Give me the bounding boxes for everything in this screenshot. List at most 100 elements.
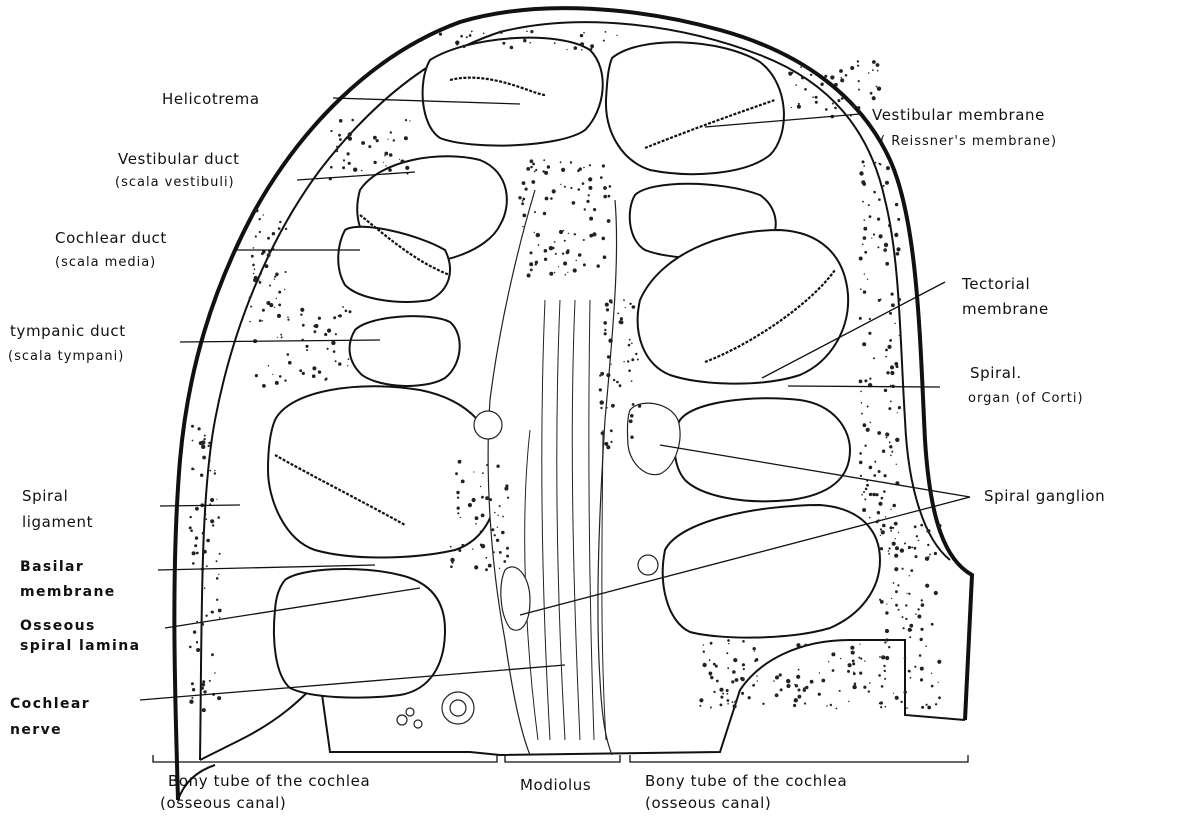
stipple-dot — [254, 276, 258, 280]
stipple-dot — [457, 512, 459, 514]
stipple-dot — [909, 636, 911, 638]
stipple-dot — [312, 366, 316, 370]
stipple-dot — [885, 262, 889, 266]
stipple-dot — [272, 374, 273, 375]
stipple-dot — [891, 293, 894, 296]
stipple-dot — [535, 169, 537, 171]
label-cochlear-duct-sub: (scala media) — [55, 255, 156, 270]
stipple-dot — [623, 361, 624, 362]
stipple-dot — [880, 547, 883, 550]
stipple-dot — [192, 440, 194, 442]
stipple-dot — [281, 336, 283, 338]
stipple-dot — [858, 657, 860, 659]
stipple-dot — [195, 536, 198, 539]
stipple-dot — [589, 164, 591, 166]
stipple-dot — [570, 187, 572, 189]
stipple-dot — [720, 696, 723, 699]
leader-spiral-ligament — [160, 505, 240, 506]
stipple-dot — [857, 60, 859, 62]
stipple-dot — [833, 76, 834, 77]
stipple-dot — [550, 197, 553, 200]
stipple-dot — [820, 83, 823, 86]
stipple-dot — [189, 646, 192, 649]
stipple-dot — [797, 105, 801, 109]
stipple-dot — [914, 666, 916, 668]
stipple-dot — [603, 195, 607, 199]
stipple-dot — [335, 333, 337, 335]
stipple-dot — [376, 139, 379, 142]
stipple-dot — [191, 468, 194, 471]
stipple-dot — [192, 562, 195, 565]
stipple-dot — [627, 360, 629, 362]
stipple-dot — [361, 141, 365, 145]
stipple-dot — [890, 371, 894, 375]
stipple-dot — [918, 540, 920, 542]
stipple-dot — [848, 701, 849, 702]
stipple-dot — [741, 677, 745, 681]
stipple-dot — [254, 268, 256, 270]
stipple-dot — [518, 196, 521, 199]
stipple-dot — [275, 273, 279, 277]
stipple-dot — [869, 215, 872, 218]
stipple-dot — [876, 63, 880, 67]
stipple-dot — [885, 706, 887, 708]
stipple-dot — [578, 253, 582, 257]
stipple-dot — [884, 670, 886, 672]
stipple-dot — [755, 658, 758, 661]
stipple-dot — [894, 362, 898, 366]
stipple-dot — [869, 517, 871, 519]
stipple-dot — [384, 152, 388, 156]
stipple-dot — [859, 317, 862, 320]
stipple-dot — [538, 244, 540, 246]
stipple-dot — [859, 380, 863, 384]
stipple-dot — [599, 388, 602, 391]
stipple-dot — [898, 532, 899, 533]
stipple-dot — [324, 333, 327, 336]
stipple-dot — [611, 404, 615, 408]
stipple-dot — [896, 233, 898, 235]
stipple-dot — [733, 658, 737, 662]
stipple-dot — [568, 233, 569, 234]
stipple-dot — [489, 498, 492, 501]
stipple-dot — [815, 96, 818, 99]
label-modiolus: Modiolus — [520, 776, 591, 794]
stipple-dot — [801, 76, 804, 79]
stipple-dot — [191, 682, 194, 685]
stipple-dot — [885, 629, 889, 633]
stipple-dot — [859, 171, 863, 175]
stipple-dot — [209, 680, 211, 682]
stipple-dot — [780, 688, 783, 691]
stipple-dot — [461, 480, 465, 484]
stipple-dot — [455, 472, 458, 475]
stipple-dot — [853, 672, 856, 675]
stipple-dot — [699, 698, 703, 702]
stipple-dot — [545, 197, 549, 201]
label-osseous-lamina-sub: spiral lamina — [20, 638, 140, 654]
stipple-dot — [485, 557, 487, 559]
stipple-dot — [475, 516, 479, 520]
stipple-dot — [249, 321, 251, 323]
stipple-dot — [312, 374, 316, 378]
stipple-dot — [885, 656, 889, 660]
stipple-dot — [810, 74, 812, 76]
stipple-dot — [563, 262, 567, 266]
stipple-dot — [905, 604, 907, 606]
stipple-dot — [878, 502, 882, 506]
stipple-dot — [791, 72, 793, 74]
stipple-dot — [590, 48, 592, 50]
label-spiral-organ: Spiral. — [970, 364, 1022, 382]
stipple-dot — [895, 590, 898, 593]
stipple-dot — [888, 550, 890, 552]
stipple-dot — [522, 181, 526, 185]
stipple-dot — [733, 704, 737, 708]
stipple-dot — [560, 184, 561, 185]
stipple-dot — [878, 163, 880, 165]
stipple-dot — [890, 385, 892, 387]
stipple-dot — [201, 445, 205, 449]
stipple-dot — [285, 228, 287, 230]
stipple-dot — [938, 682, 939, 683]
label-tympanic-duct: tympanic duct — [10, 322, 126, 340]
stipple-dot — [880, 535, 881, 536]
stipple-dot — [211, 653, 214, 656]
stipple-dot — [884, 474, 887, 477]
